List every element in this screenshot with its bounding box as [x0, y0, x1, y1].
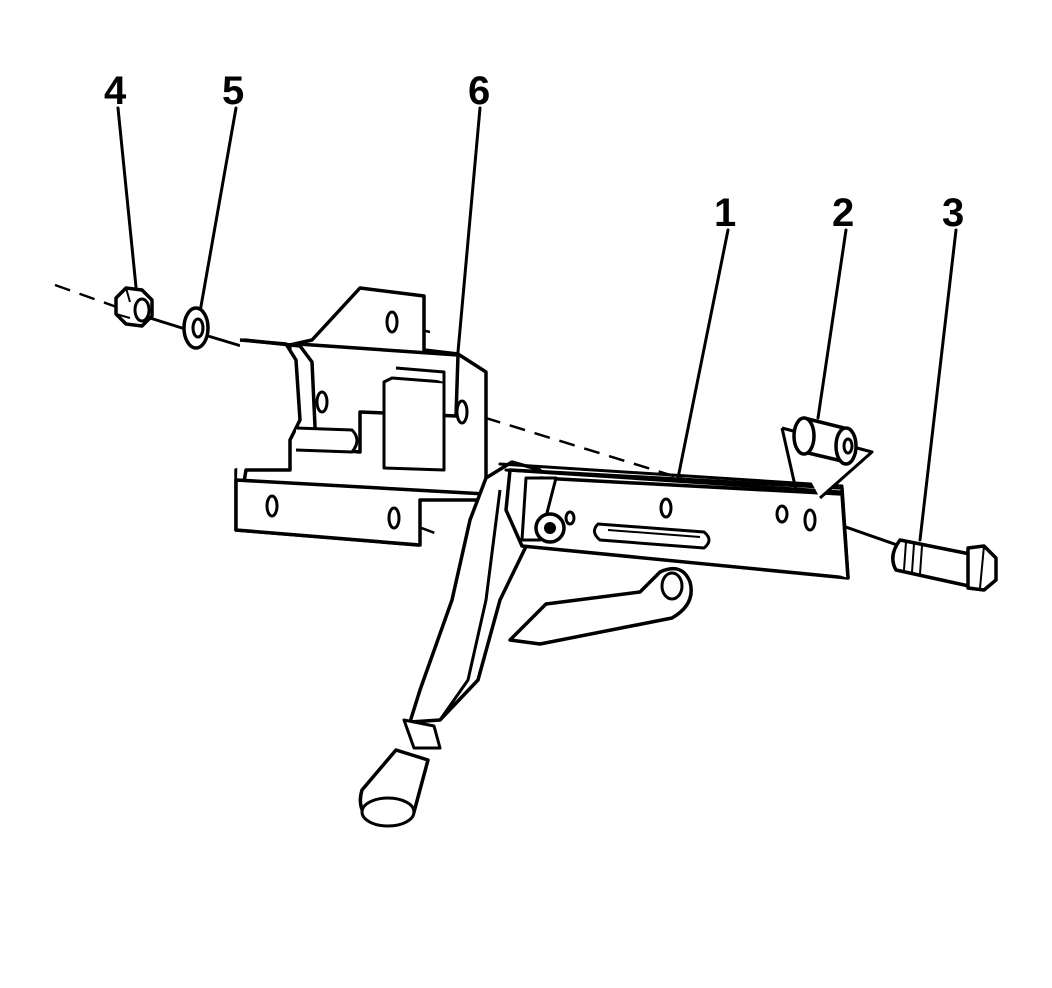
bushing-part-2 [780, 416, 874, 500]
leader-line-2 [816, 228, 848, 420]
leader-line-3 [918, 228, 958, 542]
washer-part-5 [182, 306, 210, 350]
callout-4: 4 [104, 69, 127, 113]
callout-1: 1 [714, 191, 736, 235]
leader-line-1 [676, 228, 730, 480]
leader-line-6 [456, 106, 482, 354]
mounting-bracket-part-6 [234, 286, 488, 547]
leader-line-5 [198, 106, 238, 314]
leader-lines [116, 106, 958, 542]
callout-2: 2 [832, 191, 854, 235]
lever-assembly-part-1 [358, 460, 850, 828]
callout-labels: 4 5 6 1 2 3 [104, 69, 964, 235]
leader-line-4 [116, 106, 138, 289]
hex-nut-part-4 [114, 286, 154, 328]
bolt-part-3 [891, 538, 998, 592]
callout-6: 6 [468, 69, 490, 113]
callout-5: 5 [222, 69, 244, 113]
callout-3: 3 [942, 191, 964, 235]
